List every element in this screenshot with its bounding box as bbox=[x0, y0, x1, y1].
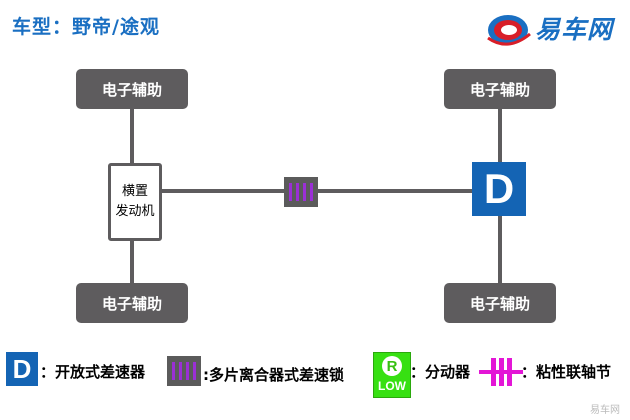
legend-transfer-label: ：分动器 bbox=[410, 363, 471, 381]
yiche-logo bbox=[487, 15, 531, 46]
rear-right-assist-box: 电子辅助 bbox=[444, 283, 556, 323]
legend-viscous-label: ：粘性联轴节 bbox=[521, 363, 612, 381]
engine-label: 横置 发动机 bbox=[115, 184, 155, 219]
legend-clutch-icon bbox=[167, 356, 201, 386]
legend-diff-label: ：开放式差速器 bbox=[40, 363, 146, 381]
legend-viscous-coupling-icon bbox=[479, 358, 523, 386]
transfer-r-symbol: R bbox=[382, 356, 402, 376]
transfer-low-text: LOW bbox=[378, 379, 406, 393]
front-left-assist-box: 电子辅助 bbox=[76, 69, 188, 109]
front-left-assist-label: 电子辅助 bbox=[101, 80, 162, 99]
rear-right-assist-label: 电子辅助 bbox=[469, 294, 530, 313]
front-right-assist-box: 电子辅助 bbox=[444, 69, 556, 109]
page-title: 车型：野帝/途观 bbox=[12, 16, 160, 38]
rear-left-assist-label: 电子辅助 bbox=[101, 294, 162, 313]
legend-diff-icon: D bbox=[6, 352, 38, 386]
transverse-engine-box: 横置 发动机 bbox=[108, 163, 162, 241]
watermark: 易车网 bbox=[590, 405, 620, 416]
rear-open-differential: D bbox=[472, 162, 526, 216]
legend-clutch-label: :多片离合器式差速锁 bbox=[203, 366, 344, 384]
rear-left-assist-box: 电子辅助 bbox=[76, 283, 188, 323]
multi-plate-clutch-icon bbox=[284, 177, 318, 207]
front-right-assist-label: 电子辅助 bbox=[469, 80, 530, 99]
logo-text: 易车网 bbox=[535, 15, 614, 44]
legend-transfer-case-icon: R LOW bbox=[373, 352, 411, 398]
